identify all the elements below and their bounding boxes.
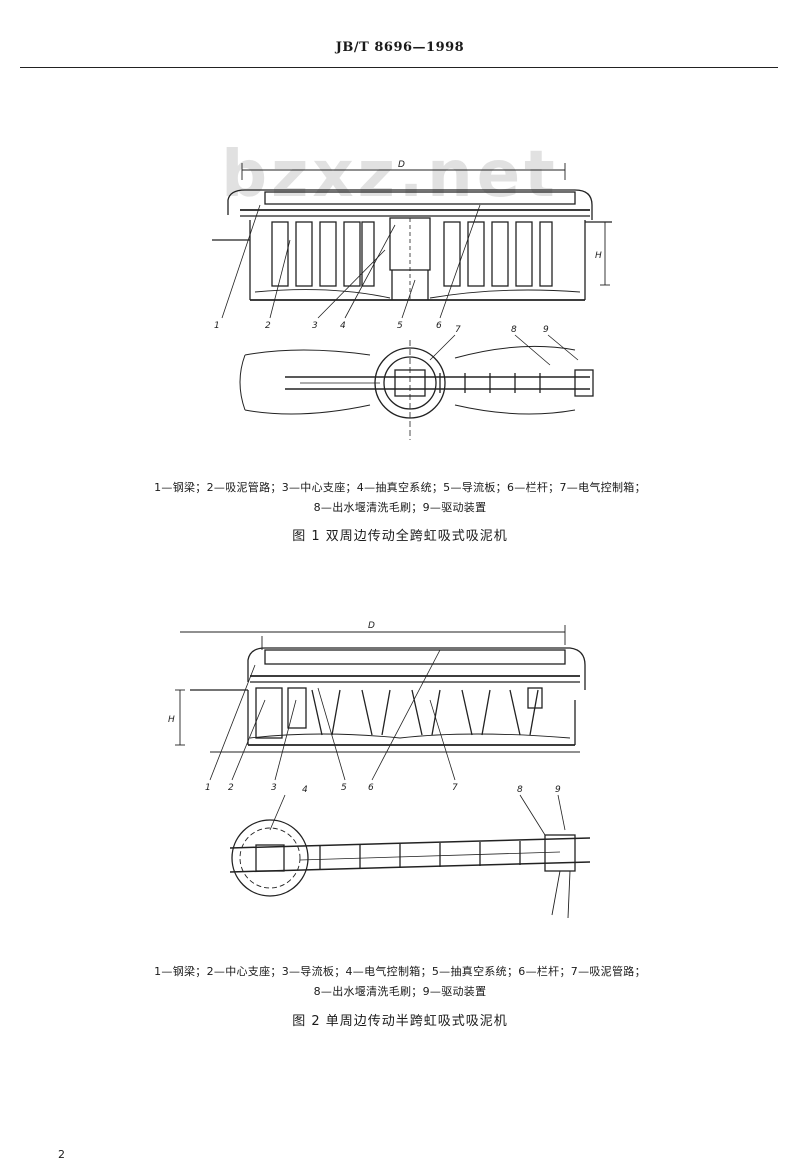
figure-2-dim-h: H xyxy=(168,715,175,725)
figure-2-callout-2: 2 xyxy=(228,783,234,793)
figure-1-callout-3: 3 xyxy=(312,321,318,331)
figure-1-callout-5: 5 xyxy=(397,321,403,331)
figure-1-callout-8: 8 xyxy=(511,325,517,335)
figure-2-legend-line-2: 8—出水堰清洗毛刷；9—驱动装置 xyxy=(313,985,487,998)
figure-1-legend-line-1: 1—钢梁；2—吸泥管路；3—中心支座；4—抽真空系统；5—导流板；6—栏杆；7—… xyxy=(154,481,646,494)
page-number: 2 xyxy=(58,1148,65,1161)
figure-1-callout-2: 2 xyxy=(265,321,271,331)
figure-2-legend-line-1: 1—钢梁；2—中心支座；3—导流板；4—电气控制箱；5—抽真空系统；6—栏杆；7… xyxy=(154,965,646,978)
figure-1-dim-h: H xyxy=(595,251,602,261)
figure-2-callout-4: 4 xyxy=(302,785,308,795)
figure-2-callout-1: 1 xyxy=(205,783,211,793)
figure-2-callout-5: 5 xyxy=(341,783,347,793)
figure-1-callout-9: 9 xyxy=(543,325,549,335)
header-rule xyxy=(20,67,778,68)
figure-1-title: 图 1 双周边传动全跨虹吸式吸泥机 xyxy=(292,529,508,544)
figure-2-legend: 1—钢梁；2—中心支座；3—导流板；4—电气控制箱；5—抽真空系统；6—栏杆；7… xyxy=(0,962,800,1002)
figure-2-drawing: D H 1 2 3 4 5 6 7 8 9 xyxy=(168,621,591,919)
figure-1-callout-1: 1 xyxy=(214,321,220,331)
figure-1-callout-4: 4 xyxy=(340,321,346,331)
figure-1-drawing: D H 1 2 3 4 5 6 7 8 9 xyxy=(212,160,612,440)
figure-2-callout-6: 6 xyxy=(368,783,374,793)
figure-2-title: 图 2 单周边传动半跨虹吸式吸泥机 xyxy=(292,1014,508,1029)
figure-2-callout-9: 9 xyxy=(555,785,561,795)
standard-header: JB/T 8696—1998 xyxy=(335,40,465,55)
figure-1-legend: 1—钢梁；2—吸泥管路；3—中心支座；4—抽真空系统；5—导流板；6—栏杆；7—… xyxy=(0,478,800,518)
figure-1-legend-line-2: 8—出水堰清洗毛刷；9—驱动装置 xyxy=(313,501,487,514)
figure-2-callout-7: 7 xyxy=(452,783,458,793)
figure-2-dim-d: D xyxy=(368,621,375,631)
figure-1-callout-6: 6 xyxy=(436,321,442,331)
figure-2-callout-8: 8 xyxy=(517,785,523,795)
figure-1-callout-7: 7 xyxy=(455,325,461,335)
figure-1-dim-d: D xyxy=(398,160,405,170)
watermark: bzxz.net xyxy=(221,138,559,212)
figure-2-callout-3: 3 xyxy=(271,783,277,793)
